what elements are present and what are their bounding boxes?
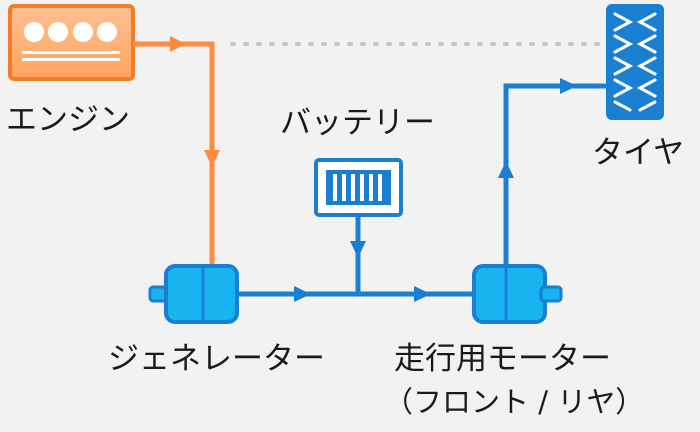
generator-flow-arrow-right bbox=[294, 286, 311, 302]
battery-label: バッテリー bbox=[280, 105, 435, 141]
generator-label: ジェネレーター bbox=[108, 341, 325, 377]
engine-label: エンジン bbox=[6, 102, 130, 138]
engine-icon bbox=[8, 4, 135, 81]
electric-flow bbox=[237, 78, 606, 302]
battery-flow-arrow-down bbox=[350, 241, 366, 258]
tire-label: タイヤ bbox=[592, 135, 685, 171]
tire-icon bbox=[606, 4, 664, 120]
motor-label-line2: （フロント / リヤ） bbox=[384, 385, 645, 419]
bus-flow-arrow-right bbox=[414, 286, 431, 302]
motor-flow-arrow-up bbox=[498, 161, 514, 178]
motor-label-line1: 走行用モーター bbox=[394, 341, 611, 377]
engine-flow-arrow-down bbox=[204, 150, 220, 167]
engine-flow-arrow-right bbox=[170, 36, 186, 52]
tire-flow-arrow-right bbox=[560, 78, 577, 94]
generator-icon bbox=[148, 264, 239, 324]
engine-to-generator-flow bbox=[133, 36, 220, 266]
motor-icon bbox=[472, 264, 563, 324]
battery-icon bbox=[314, 158, 403, 217]
